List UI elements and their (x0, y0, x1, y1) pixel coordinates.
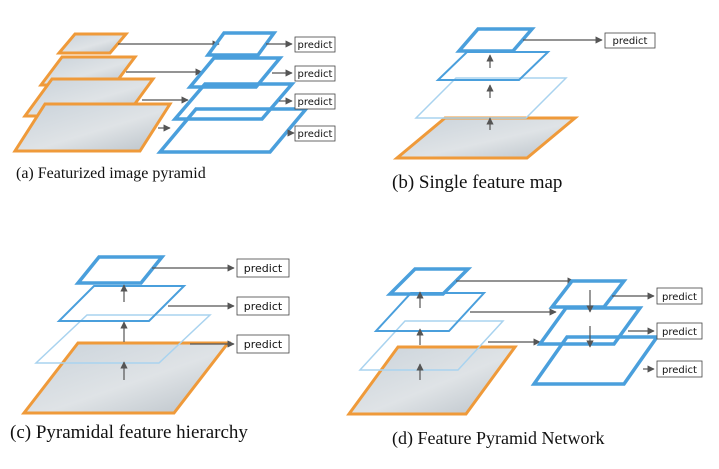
feature-map-a-4 (156, 107, 310, 154)
feature-map-b-2 (435, 51, 551, 81)
feature-map-d-td-3 (530, 335, 661, 386)
panel-c-pyramidal-feature-hierarchy: predict predict predict (20, 255, 290, 415)
predict-label: predict (298, 129, 333, 140)
predict-label: predict (244, 338, 283, 351)
predict-box-c-3: predict (236, 334, 290, 354)
panel-a-featurized-image-pyramid: predict predict predict predict (12, 31, 336, 154)
predict-label: predict (662, 365, 697, 376)
predict-label: predict (298, 40, 333, 51)
feature-map-a-1 (204, 31, 278, 57)
feature-map-b-3 (414, 77, 568, 119)
predict-label: predict (662, 292, 697, 303)
predict-label: predict (613, 36, 648, 47)
input-image-d (346, 345, 518, 416)
input-image-b (392, 116, 580, 160)
image-pyramid-level-4 (12, 102, 173, 153)
predict-box-c-1: predict (236, 258, 290, 278)
caption-featurized-image-pyramid: (a) Featurized image pyramid (16, 165, 206, 182)
predict-label: predict (298, 97, 333, 108)
feature-map-d-bu-3 (358, 320, 505, 371)
predict-label: predict (298, 69, 333, 80)
predict-box-b: predict (604, 32, 656, 49)
feature-map-d-bu-1 (385, 267, 473, 296)
feature-map-d-td-1 (548, 279, 628, 309)
feature-map-c-3 (34, 314, 212, 364)
feature-map-a-2 (186, 56, 284, 89)
predict-box-d-2: predict (656, 322, 703, 340)
input-image-c (20, 341, 232, 415)
image-pyramid-level-1 (55, 32, 130, 55)
predict-label: predict (662, 327, 697, 338)
panel-b-single-feature-map: predict (392, 27, 656, 160)
predict-box-d-1: predict (656, 287, 703, 305)
feature-map-c-1 (74, 255, 166, 285)
predict-label: predict (244, 262, 283, 275)
predict-box-a-2: predict (294, 65, 336, 82)
caption-feature-pyramid-network: (d) Feature Pyramid Network (392, 428, 605, 448)
predict-box-d-3: predict (656, 360, 703, 378)
feature-map-c-2 (56, 285, 187, 322)
predict-label: predict (244, 300, 283, 313)
feature-map-d-bu-2 (373, 292, 487, 332)
caption-single-feature-map: (b) Single feature map (392, 172, 563, 193)
predict-box-a-3: predict (294, 93, 336, 110)
feature-map-b-1 (455, 27, 536, 53)
feature-map-d-td-2 (536, 306, 644, 346)
predict-box-a-1: predict (294, 36, 336, 53)
panel-d-feature-pyramid-network: predict predict predict (346, 267, 703, 416)
predict-box-c-2: predict (236, 296, 290, 316)
feature-map-a-3 (171, 82, 296, 121)
predict-box-a-4: predict (294, 125, 336, 142)
caption-pyramidal-feature-hierarchy: (c) Pyramidal feature hierarchy (10, 422, 248, 443)
